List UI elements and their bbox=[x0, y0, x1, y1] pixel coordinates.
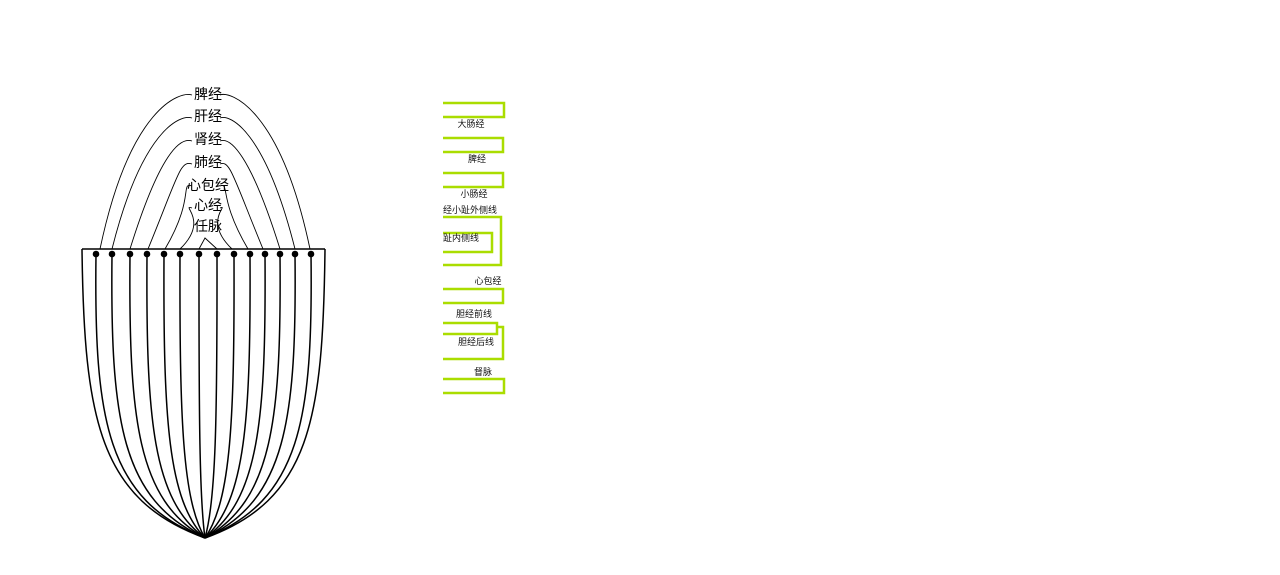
meridian-dot bbox=[307, 250, 315, 258]
label-small-intestine: 小肠经 bbox=[460, 188, 487, 200]
meridian-dot bbox=[261, 250, 269, 258]
meridian-line bbox=[179, 253, 206, 539]
arch-right bbox=[219, 162, 264, 250]
arch-left bbox=[179, 206, 195, 250]
label-gb-front: 胆经前线 bbox=[456, 308, 492, 320]
label-heart: 心经 bbox=[194, 198, 222, 214]
meridian-fan-diagram bbox=[81, 94, 326, 539]
meridian-line bbox=[146, 253, 206, 539]
arch-left bbox=[99, 94, 193, 250]
arch-right bbox=[219, 140, 281, 250]
meridian-line bbox=[111, 253, 206, 539]
line-small-intestine bbox=[443, 171, 505, 189]
label-pericardium: 心包经 bbox=[187, 178, 229, 194]
green-line-labels: 大肠经 脾经 小肠经 经小趾外侧线 趾内侧线 心包经 胆经前线 胆经后线 督脉 bbox=[443, 118, 502, 378]
meridian-line bbox=[163, 253, 206, 539]
arch-right bbox=[219, 94, 311, 250]
line-du bbox=[443, 377, 506, 395]
meridian-line bbox=[198, 253, 206, 539]
meridian-dot bbox=[143, 250, 151, 258]
meridian-line bbox=[204, 253, 218, 539]
meridian-line bbox=[204, 253, 296, 539]
ren-v bbox=[198, 237, 218, 250]
arch-right bbox=[219, 117, 296, 250]
label-pericardium-r: 心包经 bbox=[474, 275, 501, 287]
meridian-line bbox=[204, 253, 235, 539]
meridian-line bbox=[129, 253, 206, 539]
meridian-dot bbox=[126, 250, 134, 258]
arch-right bbox=[217, 206, 233, 250]
label-liver: 肝经 bbox=[194, 109, 222, 125]
label-ren: 任脉 bbox=[194, 219, 222, 235]
line-toe-outer bbox=[443, 215, 503, 267]
meridian-dot bbox=[213, 250, 221, 258]
line-spleen bbox=[443, 136, 505, 154]
meridian-dot bbox=[160, 250, 168, 258]
arch-right bbox=[219, 184, 249, 250]
line-gb-back bbox=[443, 325, 505, 361]
meridian-line bbox=[95, 253, 206, 539]
line-pericardium bbox=[443, 287, 505, 305]
label-spleen: 脾经 bbox=[194, 87, 222, 103]
meridian-dot bbox=[108, 250, 116, 258]
label-large-intestine: 大肠经 bbox=[457, 118, 484, 130]
meridian-line bbox=[204, 253, 281, 539]
label-kidney: 肾经 bbox=[194, 132, 222, 148]
meridian-line bbox=[204, 253, 266, 539]
meridian-dot bbox=[92, 250, 100, 258]
line-toe-inner bbox=[443, 231, 494, 254]
label-toe-inner: 趾内侧线 bbox=[443, 232, 479, 244]
label-spleen-r: 脾经 bbox=[468, 153, 486, 165]
line-gb-front bbox=[443, 321, 499, 336]
arch-labels: 脾经 肝经 肾经 肺经 心包经 心经 任脉 bbox=[187, 87, 229, 235]
meridian-dot bbox=[276, 250, 284, 258]
arch-left bbox=[164, 184, 193, 250]
arch-left bbox=[111, 117, 193, 250]
label-lung: 肺经 bbox=[194, 155, 222, 171]
outer-edge-right bbox=[204, 248, 326, 539]
line-large-intestine bbox=[443, 101, 506, 119]
meridian-dot bbox=[230, 250, 238, 258]
outer-edge-left bbox=[81, 248, 206, 539]
meridian-dot bbox=[291, 250, 299, 258]
label-toe-outer: 经小趾外侧线 bbox=[443, 204, 497, 216]
label-gb-back: 胆经后线 bbox=[458, 336, 494, 348]
green-line-diagram bbox=[443, 101, 506, 395]
meridian-dot bbox=[246, 250, 254, 258]
label-du: 督脉 bbox=[474, 366, 492, 378]
meridian-line bbox=[204, 253, 251, 539]
meridian-line bbox=[204, 253, 312, 539]
meridian-dot bbox=[176, 250, 184, 258]
meridian-dot bbox=[195, 250, 203, 258]
arch-left bbox=[129, 140, 193, 250]
arch-left bbox=[147, 162, 193, 250]
